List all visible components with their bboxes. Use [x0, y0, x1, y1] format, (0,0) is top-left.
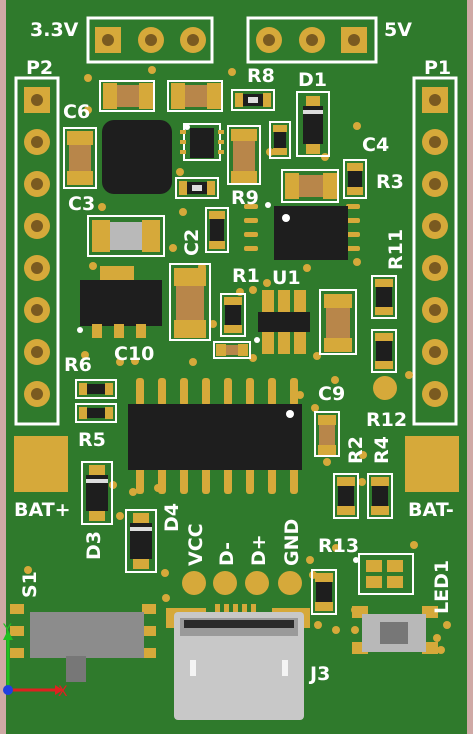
- led1: [353, 553, 414, 595]
- header-3v3: [86, 16, 214, 64]
- header-5v: [246, 16, 378, 64]
- resistor-r3: [343, 159, 367, 199]
- label-axis-x: X: [58, 684, 68, 700]
- label-r11: R11: [385, 229, 407, 270]
- capacitor-near-r9: [227, 125, 261, 185]
- label-5v: 5V: [384, 19, 412, 41]
- switch-s1: [10, 604, 156, 682]
- resistor-c2: [205, 207, 229, 253]
- capacitor-c10: [169, 263, 211, 341]
- label-d-minus: D-: [216, 542, 238, 566]
- resistor-r8: [231, 89, 275, 111]
- resistor-r5: [75, 403, 117, 423]
- label-d3: D3: [83, 531, 105, 560]
- label-d-plus: D+: [248, 534, 270, 566]
- test-pad-c9: [373, 376, 397, 400]
- resistor-r1: [220, 293, 246, 337]
- label-bat-minus: BAT-: [408, 499, 454, 521]
- capacitor-r2: [314, 411, 340, 457]
- label-d1: D1: [298, 69, 327, 91]
- label-led1: LED1: [431, 560, 453, 614]
- label-d4: D4: [161, 503, 183, 532]
- header-p2: [14, 76, 60, 426]
- capacitor-c4: [281, 169, 339, 203]
- label-c4: C4: [362, 134, 389, 156]
- label-r2: R2: [345, 436, 367, 464]
- header-p1: [412, 76, 458, 426]
- ic-u1: [254, 290, 310, 354]
- resistor-r13: [311, 569, 337, 615]
- pad-bat-minus: [405, 436, 459, 492]
- small-ic-top: [180, 123, 224, 161]
- capacitor-small-r1: [213, 341, 251, 359]
- inductor: [102, 120, 172, 194]
- resistor-r6: [75, 379, 117, 399]
- label-r8: R8: [247, 65, 275, 87]
- axis-gizmo: [3, 630, 63, 695]
- resistor-r11: [371, 275, 397, 319]
- tactile-button: [352, 606, 438, 654]
- label-3v3: 3.3V: [30, 19, 79, 41]
- capacitor-c6-top: [99, 80, 155, 112]
- label-j3: J3: [308, 663, 330, 685]
- capacitor-top-mid: [167, 80, 223, 112]
- label-p1: P1: [424, 57, 451, 79]
- label-r12: R12: [366, 409, 407, 431]
- label-p2: P2: [26, 57, 53, 79]
- usb-connector-j3: [166, 604, 310, 720]
- label-vcc: VCC: [185, 523, 207, 566]
- label-r9: R9: [231, 187, 259, 209]
- capacitor-c3: [87, 215, 165, 257]
- resistor-r2-lower: [333, 473, 359, 519]
- label-c10: C10: [114, 343, 154, 365]
- voltage-regulator: [77, 266, 162, 338]
- diode-d4: [125, 509, 157, 573]
- capacitor-near-u1: [319, 289, 357, 355]
- label-r1: R1: [232, 265, 260, 287]
- diode-d3: [81, 461, 113, 525]
- label-r3: R3: [376, 171, 404, 193]
- label-r13: R13: [318, 535, 359, 557]
- label-c3: C3: [68, 193, 95, 215]
- label-c6: C6: [63, 101, 90, 123]
- label-c2: C2: [181, 229, 203, 256]
- ic-soic8: [244, 202, 360, 260]
- resistor-r12-top: [371, 329, 397, 373]
- label-s1: S1: [19, 571, 41, 598]
- label-bat-plus: BAT+: [14, 499, 71, 521]
- resistor-r4: [367, 473, 393, 519]
- resistor-near-d1: [269, 121, 291, 159]
- label-r6: R6: [64, 354, 92, 376]
- label-r5: R5: [78, 429, 106, 451]
- usb-test-pads: [182, 571, 302, 595]
- capacitor-c6: [63, 127, 97, 189]
- resistor-mid-left: [175, 177, 219, 199]
- ic-soic16: [128, 378, 302, 494]
- label-r4: R4: [371, 436, 393, 464]
- label-c9: C9: [318, 383, 345, 405]
- label-axis-y: Y: [2, 622, 12, 638]
- label-gnd: GND: [281, 519, 303, 566]
- label-u1: U1: [272, 267, 301, 289]
- pad-bat-plus: [14, 436, 68, 492]
- diode-d1: [296, 91, 330, 157]
